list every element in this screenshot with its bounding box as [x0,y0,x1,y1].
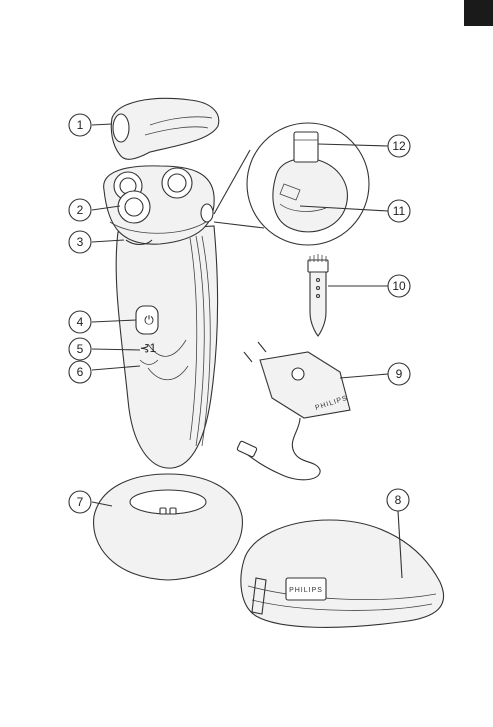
callout-4: 4 [69,311,91,333]
callout-8: 8 [387,489,409,511]
callout-10: 10 [388,275,410,297]
callout-2: 2 [69,199,91,221]
callout-7: 7 [69,491,91,513]
pouch-brand-label: PHILIPS [289,587,323,594]
travel-pouch: PHILIPS [241,520,444,627]
callout-6: 6 [69,361,91,383]
trimmer-detail [214,123,369,245]
svg-text:10: 10 [392,279,406,293]
protection-cap [111,98,218,159]
svg-text:3: 3 [77,235,84,249]
svg-text:12: 12 [392,139,406,153]
svg-text:1: 1 [77,118,84,132]
svg-text:11: 11 [393,204,406,218]
callout-1: 1 [69,114,91,136]
shaver [104,166,218,468]
svg-text:2: 2 [77,203,84,217]
svg-text:8: 8 [395,493,402,507]
charging-stand [94,474,243,580]
svg-text:4: 4 [77,315,84,329]
svg-text:5: 5 [77,342,84,356]
callout-3: 3 [69,231,91,253]
adapter: PHILIPS [237,342,350,480]
svg-text:9: 9 [396,367,403,381]
callout-5: 5 [69,338,91,360]
cleaning-brush [308,254,328,336]
svg-text:6: 6 [77,365,84,379]
power-icon: ⏻ [144,313,154,327]
travel-lock-icon: ⊰1 [140,341,157,355]
callout-9: 9 [388,363,410,385]
callout-12: 12 [388,135,410,157]
callout-11: 11 [388,200,410,222]
svg-text:7: 7 [77,495,84,509]
